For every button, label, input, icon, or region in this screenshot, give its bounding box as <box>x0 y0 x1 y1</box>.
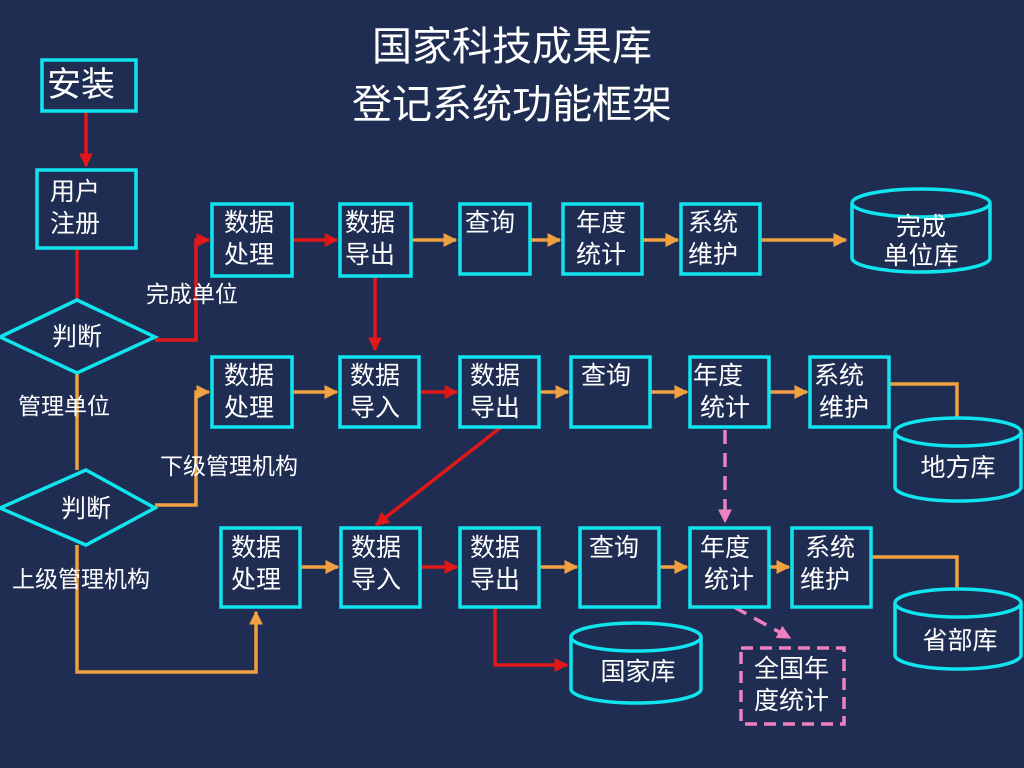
r2-query-box[interactable]: 查询 <box>569 355 652 429</box>
r3-province-db-label: 省部库 <box>922 626 997 655</box>
r2-data-process-box[interactable]: 数据 处理 <box>210 355 294 429</box>
label-management-unit: 管理单位 <box>18 394 110 420</box>
arrow-r2-export-r3-import <box>374 426 502 527</box>
r2-data-export-box[interactable]: 数据 导出 <box>458 355 541 429</box>
install-box[interactable]: 安装 <box>40 58 138 113</box>
r3-national-stats-line1: 全国年 <box>754 654 829 683</box>
register-label-2: 注册 <box>50 209 100 238</box>
r3-query-label: 查询 <box>589 533 639 562</box>
r3-query-box[interactable]: 查询 <box>578 526 661 609</box>
judge-top-label: 判断 <box>52 322 102 351</box>
r1-maint-line1: 系统 <box>688 208 738 237</box>
r1-data-process-box[interactable]: 数据 处理 <box>210 202 294 278</box>
r3-system-maint-box[interactable]: 系统 维护 <box>790 526 873 609</box>
r2-data-import-line2: 导入 <box>350 393 400 422</box>
r3-data-process-box[interactable]: 数据 处理 <box>219 526 302 609</box>
r2-maint-line2: 维护 <box>819 393 869 422</box>
title-line-2: 登记系统功能框架 <box>352 82 672 128</box>
r1-db-line2: 单位库 <box>883 241 958 270</box>
judge-bottom-diamond[interactable]: 判断 <box>0 468 159 547</box>
r2-data-process-line1: 数据 <box>224 361 274 390</box>
r3-national-stats-box[interactable]: 全国年 度统计 <box>739 646 846 726</box>
r3-data-process-line1: 数据 <box>231 533 281 562</box>
install-label: 安装 <box>47 65 115 105</box>
r1-data-export-box[interactable]: 数据 导出 <box>338 202 413 278</box>
r2-maint-line1: 系统 <box>814 361 864 390</box>
r3-annual-stats-box[interactable]: 年度 统计 <box>688 526 771 609</box>
r3-data-import-line1: 数据 <box>351 533 401 562</box>
r2-data-process-line2: 处理 <box>224 393 274 422</box>
r3-maint-line1: 系统 <box>805 533 855 562</box>
r3-national-db-label: 国家库 <box>600 657 675 686</box>
r2-query-label: 查询 <box>581 361 631 390</box>
r1-data-process-line2: 处理 <box>224 240 274 269</box>
label-lower-org: 下级管理机构 <box>160 454 298 480</box>
r1-stats-line1: 年度 <box>576 208 626 237</box>
user-register-box[interactable]: 用户 注册 <box>35 168 138 250</box>
r2-data-import-box[interactable]: 数据 导入 <box>338 355 421 429</box>
r3-province-db[interactable]: 省部库 <box>893 587 1023 671</box>
r3-stats-line2: 统计 <box>704 565 754 594</box>
r1-query-label: 查询 <box>465 208 515 237</box>
judge-bottom-label: 判断 <box>61 494 111 523</box>
r3-data-export-box[interactable]: 数据 导出 <box>458 526 541 609</box>
r2-data-export-line1: 数据 <box>470 361 520 390</box>
r2-stats-line2: 统计 <box>700 393 750 422</box>
label-complete-unit: 完成单位 <box>146 282 238 308</box>
arrow-judge-row3 <box>75 545 263 674</box>
r2-db-label: 地方库 <box>920 453 995 482</box>
r2-data-import-line1: 数据 <box>350 361 400 390</box>
connectors <box>75 111 964 674</box>
r2-local-db[interactable]: 地方库 <box>893 416 1023 503</box>
r3-data-export-line2: 导出 <box>470 565 520 594</box>
r1-annual-stats-box[interactable]: 年度 统计 <box>561 202 644 276</box>
r1-db-line1: 完成 <box>896 212 946 241</box>
r1-data-export-line2: 导出 <box>345 240 395 269</box>
r1-query-box[interactable]: 查询 <box>458 202 532 276</box>
arrow-r3-export-national-db <box>493 607 569 672</box>
arrow-judge-row1 <box>155 233 211 342</box>
r2-system-maint-box[interactable]: 系统 维护 <box>808 355 891 429</box>
r1-complete-unit-db[interactable]: 完成 单位库 <box>850 187 992 274</box>
r1-system-maint-box[interactable]: 系统 维护 <box>679 202 762 276</box>
r3-maint-line2: 维护 <box>800 565 850 594</box>
register-label-1: 用户 <box>50 177 100 206</box>
r1-data-export-line1: 数据 <box>345 208 395 237</box>
r2-data-export-line2: 导出 <box>470 393 520 422</box>
r2-annual-stats-box[interactable]: 年度 统计 <box>688 355 771 429</box>
r1-maint-line2: 维护 <box>688 240 738 269</box>
r3-national-db[interactable]: 国家库 <box>569 621 703 705</box>
title-line-1: 国家科技成果库 <box>372 24 652 70</box>
r3-data-import-box[interactable]: 数据 导入 <box>339 526 422 609</box>
r3-data-process-line2: 处理 <box>231 565 281 594</box>
r3-data-import-line2: 导入 <box>351 565 401 594</box>
r3-national-stats-line2: 度统计 <box>754 686 829 715</box>
r3-data-export-line1: 数据 <box>470 533 520 562</box>
label-upper-org: 上级管理机构 <box>12 567 150 593</box>
r1-stats-line2: 统计 <box>576 240 626 269</box>
judge-top-diamond[interactable]: 判断 <box>0 298 160 375</box>
arrow-r3-stats-national-stats <box>733 605 792 640</box>
r1-data-process-line1: 数据 <box>224 208 274 237</box>
arrow-judge-row2 <box>155 385 211 507</box>
r3-stats-line1: 年度 <box>700 533 750 562</box>
r2-stats-line1: 年度 <box>693 361 743 390</box>
